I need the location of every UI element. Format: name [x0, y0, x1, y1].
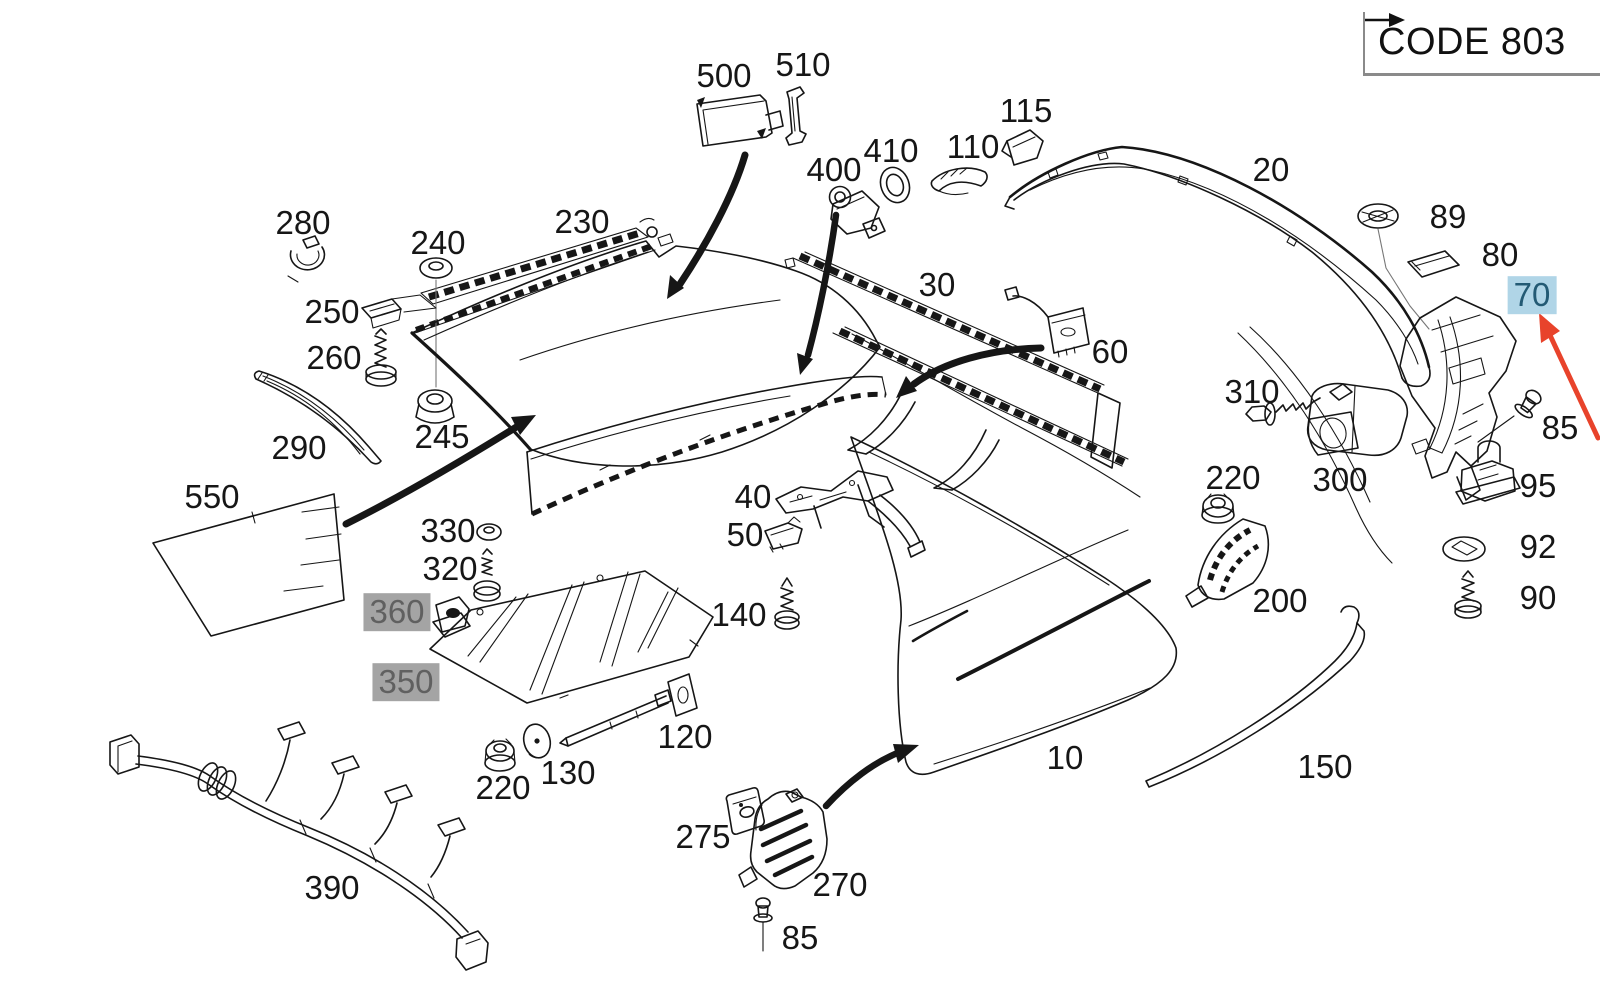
part-label-140[interactable]: 140: [711, 596, 767, 634]
sketch-part-115: [1001, 129, 1044, 166]
part-label-85[interactable]: 85: [1541, 409, 1579, 447]
part-label-95[interactable]: 95: [1519, 467, 1557, 505]
sketch-part-50: [764, 516, 803, 553]
code-arrow-icon: [1365, 13, 1405, 27]
sketch-part-330: [476, 523, 502, 541]
part-label-200[interactable]: 200: [1252, 582, 1308, 620]
part-label-115[interactable]: 115: [999, 92, 1053, 130]
sketch-part-92: [1442, 536, 1486, 562]
sketch-part-95: [1455, 440, 1521, 505]
part-label-220[interactable]: 220: [475, 769, 531, 807]
sketch-part-70: [1399, 296, 1517, 501]
sketch-part-10: [850, 436, 1178, 776]
sketch-part-80: [1407, 250, 1460, 278]
part-label-110[interactable]: 110: [946, 128, 1000, 166]
sketch-part-20: [1004, 145, 1431, 388]
sketch-part-110: [930, 167, 988, 196]
sketch-part-240: [419, 257, 453, 388]
assembly-arrows: [342, 151, 1045, 810]
part-label-40[interactable]: 40: [734, 478, 772, 516]
sketch-part-230: [411, 217, 674, 335]
part-label-230[interactable]: 230: [554, 203, 610, 241]
sketch-part-30: [784, 251, 1129, 491]
sketch-part-350: [429, 570, 714, 704]
sketch-bumper-top-edge: [851, 333, 1141, 498]
sketch-part-150: [1145, 605, 1366, 788]
part-label-280[interactable]: 280: [275, 204, 331, 242]
sketch-part-290: [253, 370, 382, 465]
sketch-part-245: [415, 389, 455, 424]
sketch-part-85-right: [1477, 389, 1542, 443]
sketch-part-510: [785, 86, 807, 146]
part-label-260[interactable]: 260: [306, 339, 362, 377]
part-label-330[interactable]: 330: [420, 512, 476, 550]
part-label-320[interactable]: 320: [422, 550, 478, 588]
part-label-300[interactable]: 300: [1312, 461, 1368, 499]
sketch-part-410: [879, 166, 911, 204]
part-label-245[interactable]: 245: [414, 418, 470, 456]
code-label: CODE 803: [1378, 21, 1566, 63]
code-box: CODE 803: [1363, 12, 1600, 76]
part-label-250[interactable]: 250: [304, 293, 360, 331]
sketch-part-500: [696, 94, 784, 147]
part-label-290[interactable]: 290: [271, 429, 327, 467]
part-label-550[interactable]: 550: [184, 478, 240, 516]
part-label-510[interactable]: 510: [775, 46, 831, 84]
sketch-part-130: [522, 723, 552, 759]
part-label-360[interactable]: 360: [363, 593, 431, 631]
part-label-310[interactable]: 310: [1224, 373, 1280, 411]
part-label-400[interactable]: 400: [806, 151, 862, 189]
part-label-92[interactable]: 92: [1519, 528, 1557, 566]
part-label-275[interactable]: 275: [675, 818, 731, 856]
sketch-part-85-bottom: [753, 897, 773, 952]
part-label-10[interactable]: 10: [1046, 739, 1084, 777]
part-label-70[interactable]: 70: [1507, 276, 1557, 314]
sketch-part-220-right: [1201, 493, 1235, 524]
red-pointer-arrow: [1539, 313, 1600, 441]
part-label-410[interactable]: 410: [863, 132, 919, 170]
part-label-270[interactable]: 270: [812, 866, 868, 904]
sketch-part-90: [1454, 570, 1482, 619]
sketch-part-220-left: [484, 738, 516, 772]
sketch-part-liner: [526, 375, 887, 517]
part-label-500[interactable]: 500: [696, 57, 752, 95]
sketch-part-390: [109, 721, 489, 971]
sketch-corner-strips: [1237, 316, 1462, 564]
part-label-89[interactable]: 89: [1429, 198, 1467, 236]
sketch-part-260: [365, 328, 397, 387]
sketch-part-275: [725, 787, 765, 835]
sketch-part-300: [1306, 382, 1409, 457]
sketch-part-550: [152, 493, 345, 637]
sketch-part-absorber: [410, 240, 881, 467]
part-label-220[interactable]: 220: [1205, 459, 1261, 497]
part-label-90[interactable]: 90: [1519, 579, 1557, 617]
sketch-part-40: [775, 470, 926, 558]
part-label-130[interactable]: 130: [540, 754, 596, 792]
sketch-part-360: [432, 596, 471, 638]
sketch-part-400: [828, 185, 886, 239]
sketch-part-140: [774, 577, 800, 630]
part-label-50[interactable]: 50: [726, 516, 764, 554]
sketch-part-280: [287, 235, 326, 283]
part-label-80[interactable]: 80: [1481, 236, 1519, 274]
part-label-390[interactable]: 390: [304, 869, 360, 907]
part-label-240[interactable]: 240: [410, 224, 466, 262]
sketch-part-250: [361, 294, 437, 329]
sketch-part-200: [1185, 518, 1270, 608]
part-label-60[interactable]: 60: [1091, 333, 1129, 371]
part-label-85[interactable]: 85: [781, 919, 819, 957]
part-label-120[interactable]: 120: [657, 718, 713, 756]
sketch-part-120: [559, 673, 698, 747]
sketch-part-270: [738, 788, 828, 890]
sketch-part-320: [473, 548, 501, 602]
part-label-350[interactable]: 350: [372, 663, 440, 701]
part-label-20[interactable]: 20: [1252, 151, 1290, 189]
part-label-30[interactable]: 30: [918, 266, 956, 304]
part-label-150[interactable]: 150: [1297, 748, 1353, 786]
sketch-part-60: [1004, 286, 1090, 358]
